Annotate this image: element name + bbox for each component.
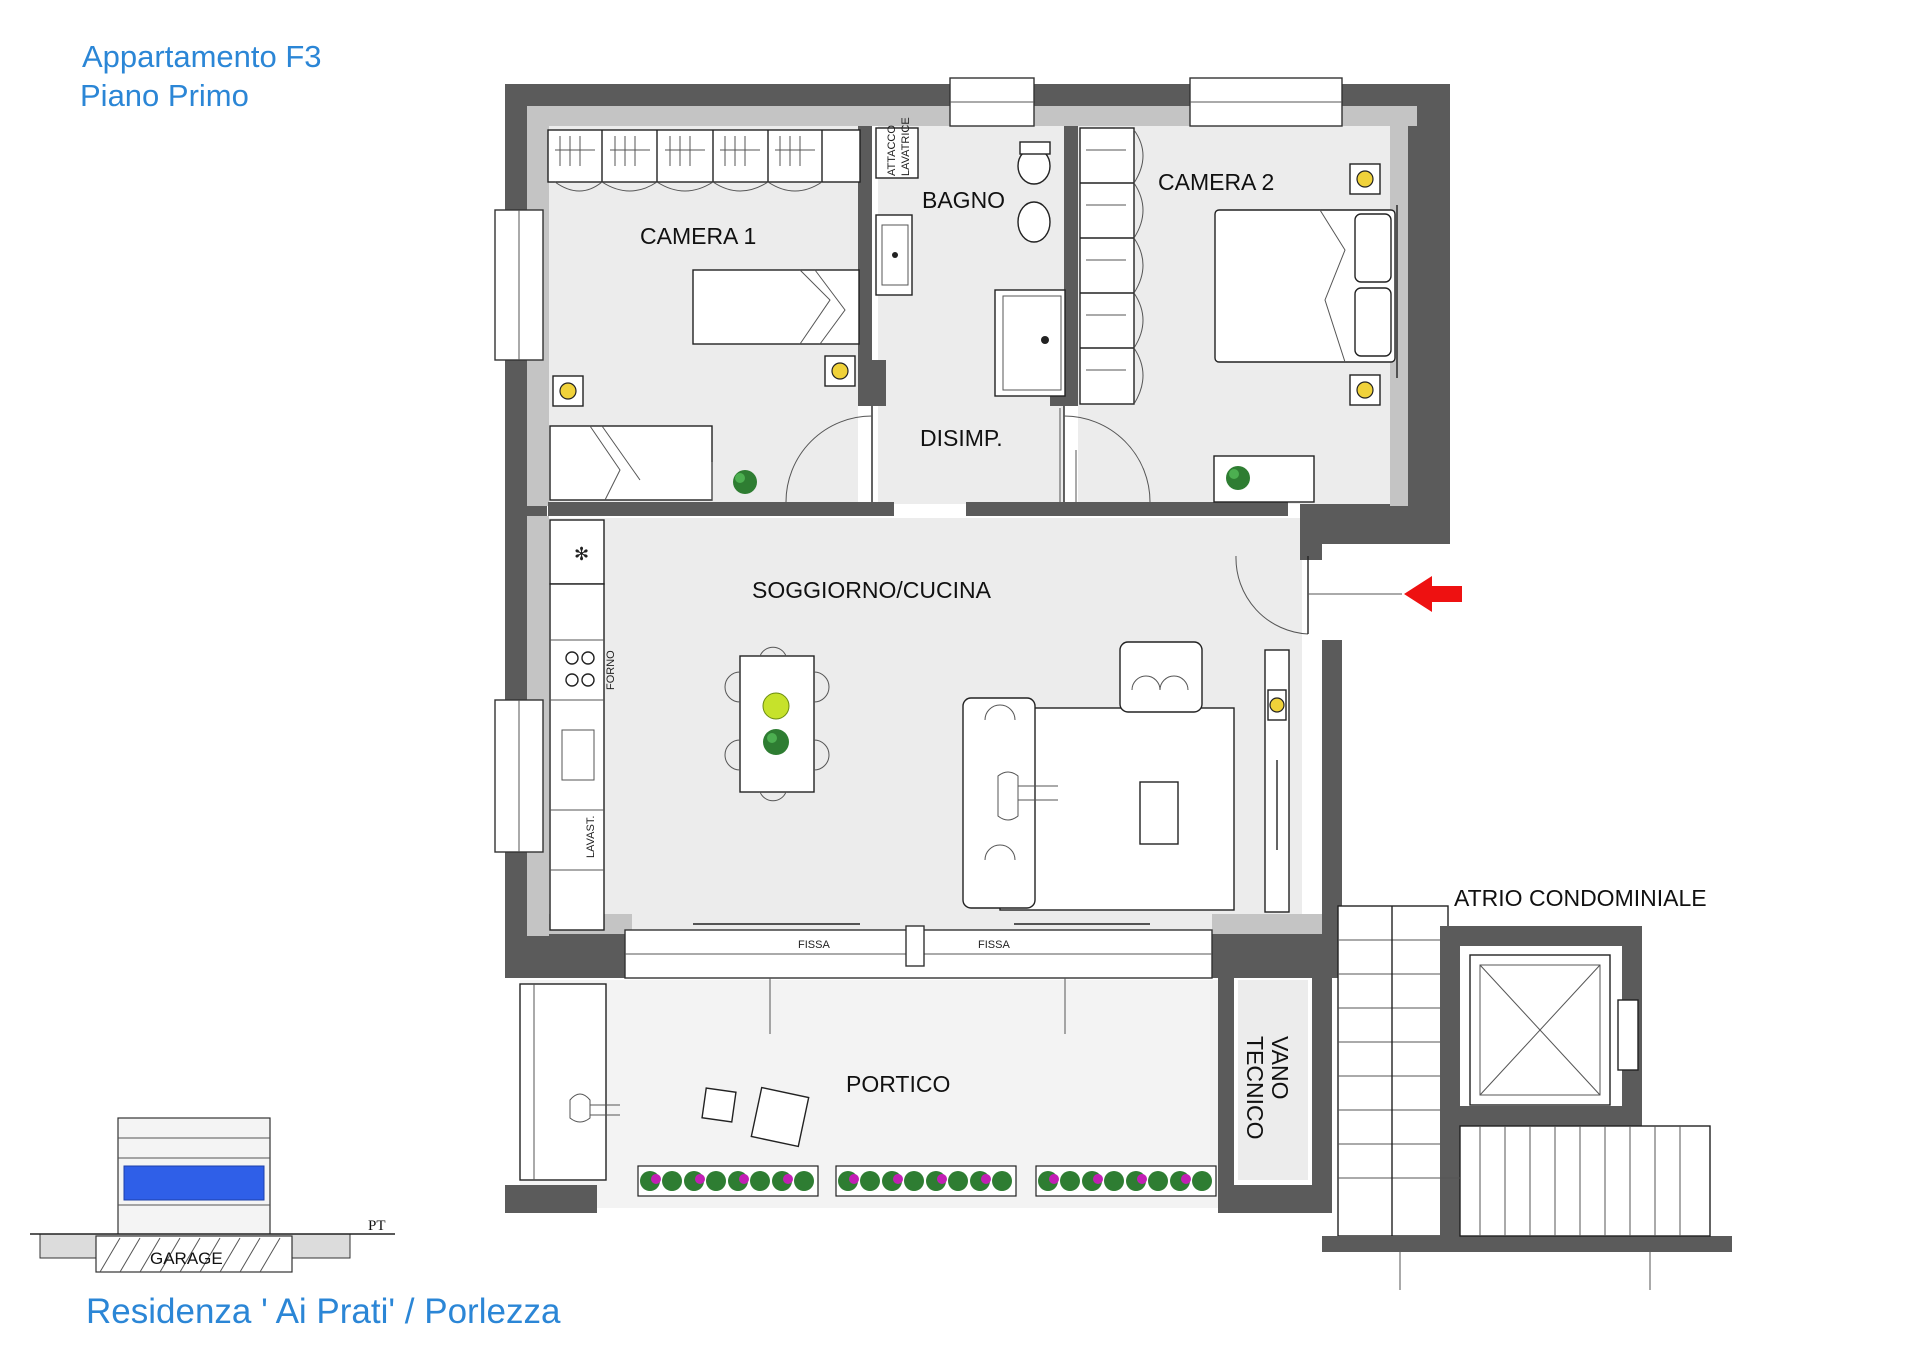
windows bbox=[494, 77, 1343, 1034]
plant-icon bbox=[733, 470, 757, 494]
room-label-camera1: CAMERA 1 bbox=[640, 223, 756, 249]
attacco-label-2: LAVATRICE bbox=[900, 117, 912, 176]
flower-icon bbox=[739, 1174, 749, 1184]
room-label-soggiorno: SOGGIORNO/CUCINA bbox=[752, 577, 992, 603]
flower-icon bbox=[981, 1174, 991, 1184]
attacco-label-1: ATTACCO bbox=[886, 125, 898, 176]
flower-icon bbox=[849, 1174, 859, 1184]
flower-icon bbox=[893, 1174, 903, 1184]
building-section-key: GARAGE PT bbox=[30, 1117, 395, 1273]
room-label-vano-1: VANO bbox=[1267, 1036, 1293, 1099]
camera2-radiators bbox=[1349, 163, 1381, 406]
camera1-wardrobe bbox=[547, 129, 861, 192]
snowflake-icon: ✻ bbox=[574, 544, 589, 564]
room-label-atrio: ATRIO CONDOMINIALE bbox=[1454, 885, 1707, 911]
dining-table bbox=[724, 646, 830, 802]
flower-icon bbox=[651, 1174, 661, 1184]
plant-icon bbox=[706, 1171, 726, 1191]
planters bbox=[637, 1165, 1217, 1197]
portico-furniture bbox=[519, 983, 810, 1181]
desk bbox=[1213, 455, 1315, 503]
entrance-arrow-icon bbox=[1404, 576, 1462, 612]
room-label-bagno: BAGNO bbox=[922, 187, 1005, 213]
plant-icon bbox=[794, 1171, 814, 1191]
lavast-label: LAVAST. bbox=[585, 816, 597, 858]
room-label-camera2: CAMERA 2 bbox=[1158, 169, 1274, 195]
plant-icon bbox=[992, 1171, 1012, 1191]
plant-icon bbox=[1060, 1171, 1080, 1191]
plant-icon bbox=[904, 1171, 924, 1191]
flower-icon bbox=[937, 1174, 947, 1184]
section-pt-label: PT bbox=[368, 1218, 386, 1234]
fissa-label-right: FISSA bbox=[978, 939, 1010, 951]
plant-icon bbox=[1104, 1171, 1124, 1191]
staircase bbox=[1322, 905, 1732, 1290]
camera2-wardrobe bbox=[1079, 127, 1144, 405]
flower-icon bbox=[695, 1174, 705, 1184]
plant-icon bbox=[860, 1171, 880, 1191]
kitchen: ✻ FORNO LAVAST. bbox=[549, 519, 617, 931]
living-area bbox=[962, 641, 1290, 913]
plant-icon bbox=[1192, 1171, 1212, 1191]
forno-label: FORNO bbox=[605, 650, 617, 690]
interior-partitions bbox=[548, 126, 1288, 516]
flower-icon bbox=[1049, 1174, 1059, 1184]
doors bbox=[785, 406, 1402, 635]
flower-icon bbox=[1181, 1174, 1191, 1184]
fissa-label-left: FISSA bbox=[798, 939, 830, 951]
camera2-bed bbox=[1214, 205, 1398, 378]
section-garage-label: GARAGE bbox=[150, 1249, 223, 1268]
floor-title: Piano Primo bbox=[80, 78, 249, 113]
camera1-beds bbox=[549, 269, 860, 501]
flower-icon bbox=[783, 1174, 793, 1184]
room-label-portico: PORTICO bbox=[846, 1071, 950, 1097]
room-label-disimpegno: DISIMP. bbox=[920, 425, 1003, 451]
room-label-vano-2: TECNICO bbox=[1242, 1036, 1268, 1140]
plant-icon bbox=[948, 1171, 968, 1191]
camera1-radiators bbox=[552, 355, 856, 407]
apartment-title: Appartamento F3 bbox=[82, 39, 322, 74]
plant-icon bbox=[1148, 1171, 1168, 1191]
bagno-fixtures: ATTACCO LAVATRICE bbox=[875, 117, 1066, 397]
flower-icon bbox=[1137, 1174, 1147, 1184]
flower-icon bbox=[1093, 1174, 1103, 1184]
project-title: Residenza ' Ai Prati' / Porlezza bbox=[86, 1292, 561, 1331]
plant-icon bbox=[662, 1171, 682, 1191]
plant-icon bbox=[750, 1171, 770, 1191]
